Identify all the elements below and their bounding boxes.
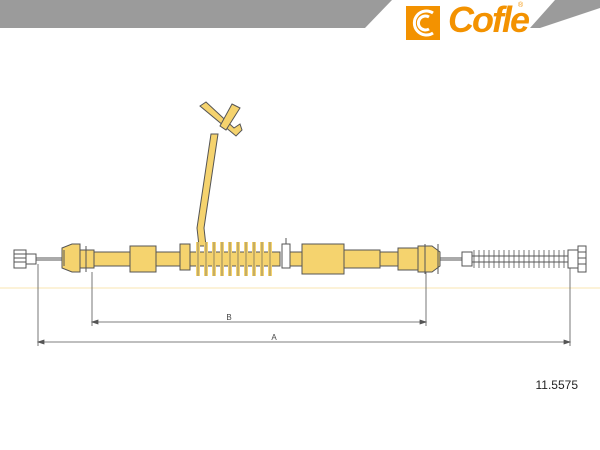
spring-clip (281, 238, 291, 269)
cofle-logo-icon (406, 6, 440, 40)
dimension-line-b (90, 319, 428, 325)
left-end-fitting (13, 249, 37, 269)
registered-mark: ® (518, 2, 524, 9)
dimension-line-a (36, 339, 572, 345)
lever-wire (179, 101, 243, 271)
right-end-fitting (567, 245, 587, 273)
header-band (0, 0, 600, 28)
dimension-b-label: B (226, 313, 231, 322)
dimension-extension-lines (37, 264, 571, 346)
sheath-section-1 (93, 245, 183, 273)
brand-wordmark: Cofle (448, 0, 530, 40)
sheath-section-2 (289, 243, 399, 275)
dimension-a-label: A (271, 333, 277, 342)
central-spring (189, 242, 281, 276)
part-number: 11.5575 (535, 378, 579, 392)
inner-wire-left (36, 257, 62, 261)
right-return-spring (440, 250, 570, 268)
left-ferrule (61, 243, 95, 273)
right-ferrule (397, 244, 441, 274)
